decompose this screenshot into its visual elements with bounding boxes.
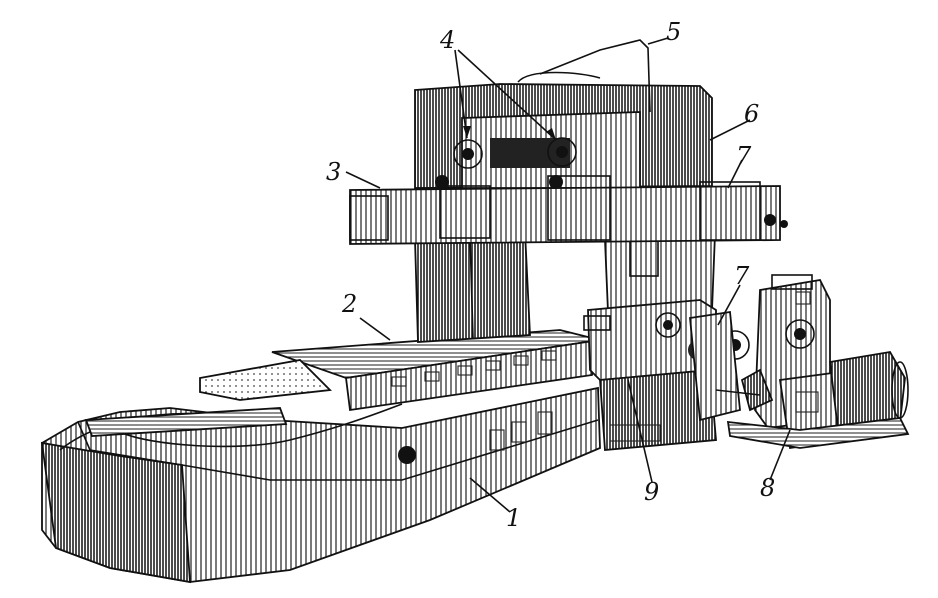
label-rail-heads: 4 [439, 26, 455, 54]
label-column-base: 9 [644, 478, 659, 506]
leader-lines [345, 37, 791, 513]
label-crossbeam: 6 [744, 100, 759, 128]
cross-rail [349, 137, 788, 245]
label-table: 2 [341, 290, 357, 318]
callout-labels: 1 2 3 4 5 6 7 7 8 9 [326, 18, 775, 532]
label-drive-unit: 7 [734, 262, 750, 290]
crossbeam [414, 71, 713, 189]
label-pipe: 5 [666, 18, 681, 46]
label-bed: 1 [506, 504, 521, 532]
worktable [59, 329, 602, 451]
pipe [539, 39, 651, 113]
left-column [414, 231, 531, 343]
column-base-head [583, 299, 750, 451]
label-side-head-right: 7 [736, 142, 752, 170]
label-motor: 8 [760, 474, 775, 502]
label-side-head-left: 3 [326, 158, 341, 186]
drive-and-motor [715, 274, 910, 450]
machine-bed [40, 386, 601, 584]
